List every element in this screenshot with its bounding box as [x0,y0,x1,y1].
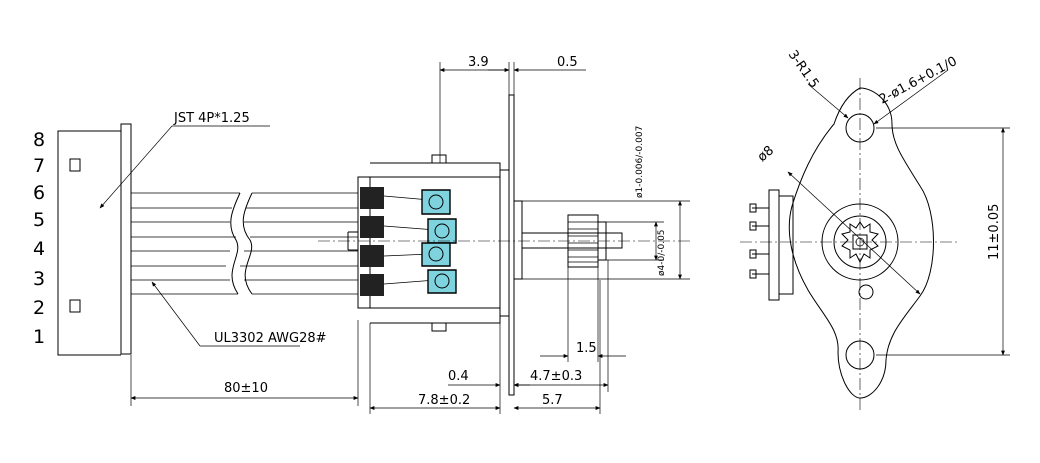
wire-bundle [131,192,358,295]
gear-dia-label: ø4-0/-0.05 [657,229,667,276]
pin-number: 2 [33,297,45,319]
mount-height-label: 11±0.05 [987,204,1002,260]
pin-number: 8 [33,129,45,151]
dim-5-7-label: 5.7 [542,393,563,408]
callouts: JST 4P*1.25 UL3302 AWG28# [99,111,327,347]
side-dimensions: 3.9 0.5 80±10 7.8±0.2 0.4 4.7±0.3 5.7 1.… [130,55,690,414]
connector-label: JST 4P*1.25 [173,111,250,126]
lead-length-label: 80±10 [224,381,268,396]
pin-number: 5 [33,209,45,231]
connector [57,123,132,356]
dim-0-5-label: 0.5 [557,55,578,70]
pin-number: 6 [33,182,45,204]
flange-thickness-label: 0.4 [448,369,469,384]
pin-number: 4 [33,238,45,260]
shaft-dia-label: ø1-0.006/-0.007 [635,126,645,198]
dim-4-7-label: 4.7±0.3 [530,369,582,384]
pin-number: 3 [33,268,45,290]
terminal-blocks [360,187,457,296]
wire-label: UL3302 AWG28# [214,331,327,346]
radius-label: 3-R1.5 [785,48,822,92]
dim-1-5-label: 1.5 [576,341,597,356]
body-dia-label: ø8 [755,143,777,165]
dim-3-9-label: 3.9 [468,55,489,70]
pin-number: 1 [33,326,45,348]
pin-number-list: 8 7 6 5 4 3 2 1 [33,129,45,348]
holes-label: 2-ø1.6+0.1/0 [877,54,960,108]
pin-number: 7 [33,155,45,177]
body-length-label: 7.8±0.2 [418,393,470,408]
